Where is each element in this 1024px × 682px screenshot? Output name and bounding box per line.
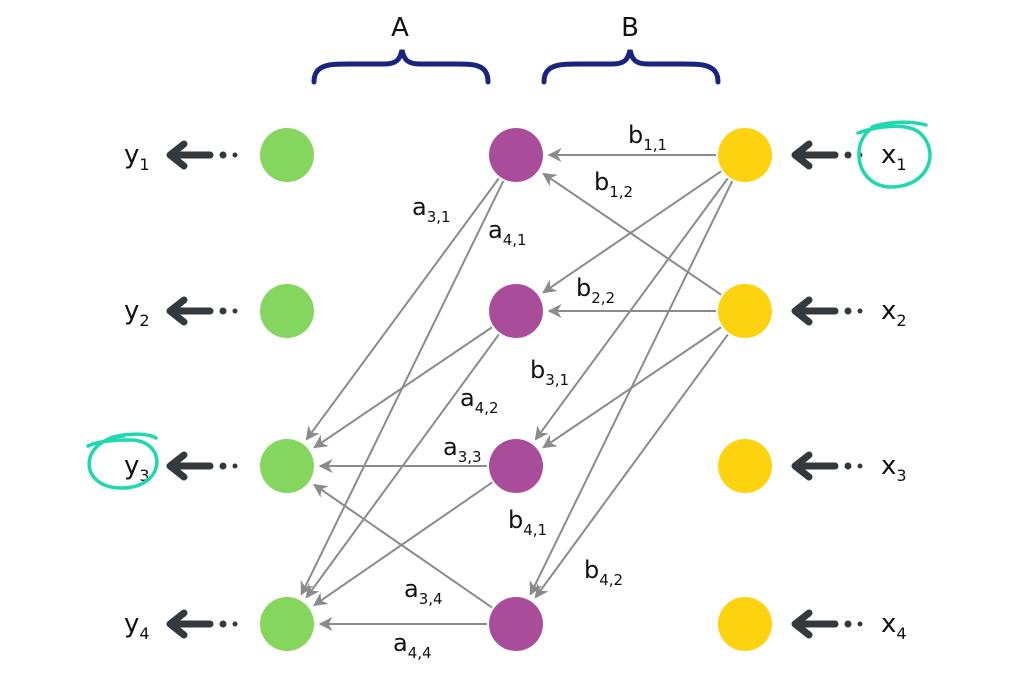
output-node-1 <box>260 128 314 182</box>
group-a-brace <box>311 49 491 85</box>
input-label-4: x4 <box>881 609 907 643</box>
edge-label-a4-1: a4,1 <box>488 216 527 249</box>
input-arrow-1 <box>791 140 863 170</box>
edge-label-b2-2: b2,2 <box>576 274 615 307</box>
group-b: B <box>541 13 721 85</box>
edge-a-h1-y3 <box>305 177 500 441</box>
output-label-1: y1 <box>124 140 150 174</box>
hidden-node-1 <box>489 128 543 182</box>
edge-label-a3-3: a3,3 <box>443 433 482 466</box>
edges-layer <box>300 148 734 631</box>
edge-a-h2-y3 <box>313 326 493 449</box>
hidden-node-4 <box>489 597 543 651</box>
hidden-node-3 <box>489 439 543 493</box>
edge-b-x1-h2 <box>542 170 722 294</box>
io-layer: y1 y2 y3 y4 x1 x2 x3 x4 <box>86 120 932 643</box>
output-arrow-2 <box>166 296 238 326</box>
group-a-label: A <box>391 13 409 43</box>
edge-b-x1-h4 <box>529 180 734 596</box>
edge-a-h4-y3 <box>313 483 493 609</box>
highlight-circle-y3 <box>86 432 159 490</box>
output-arrow-4 <box>166 609 238 639</box>
input-arrow-3 <box>791 451 863 481</box>
edge-label-b4-2: b4,2 <box>584 556 623 589</box>
edge-label-b4-1: b4,1 <box>508 506 547 539</box>
edge-label-a3-1: a3,1 <box>412 193 451 226</box>
input-label-2: x2 <box>881 296 907 330</box>
input-arrow-4 <box>791 609 863 639</box>
edge-b-x2-h1 <box>542 172 722 296</box>
group-b-label: B <box>621 13 639 43</box>
edge-label-a4-4: a4,4 <box>393 629 432 662</box>
edge-label-a3-4: a3,4 <box>404 575 443 608</box>
output-arrow-1 <box>166 140 238 170</box>
edge-label-b1-2: b1,2 <box>594 168 633 201</box>
hidden-node-2 <box>489 284 543 338</box>
output-label-2: y2 <box>124 296 150 330</box>
group-a: A <box>311 13 491 85</box>
input-node-1 <box>718 128 772 182</box>
edge-label-b3-1: b3,1 <box>530 356 569 389</box>
output-arrow-3 <box>166 451 238 481</box>
output-node-3 <box>260 439 314 493</box>
edge-b-x1-h3 <box>534 177 729 441</box>
highlight-circle-x1 <box>856 120 932 189</box>
group-b-brace <box>541 49 721 85</box>
input-node-3 <box>718 439 772 493</box>
edge-label-b1-1: b1,1 <box>628 121 667 154</box>
input-node-2 <box>718 284 772 338</box>
nodes-layer <box>260 128 772 651</box>
input-label-1: x1 <box>881 140 907 174</box>
edge-label-a4-2: a4,2 <box>460 384 499 417</box>
edge-b-x2-h4 <box>534 333 729 599</box>
input-arrow-2 <box>791 296 863 326</box>
input-label-3: x3 <box>881 451 907 485</box>
edge-a-h3-y4 <box>313 481 493 607</box>
edge-labels-layer: b1,1 b1,2 b2,2 b3,1 b4,1 b4,2 a3,1 a4,1 a4,2 a3,3… <box>393 121 667 662</box>
output-label-3: y3 <box>124 451 150 485</box>
input-node-4 <box>718 597 772 651</box>
output-node-4 <box>260 597 314 651</box>
output-node-2 <box>260 284 314 338</box>
output-label-4: y4 <box>124 609 150 643</box>
